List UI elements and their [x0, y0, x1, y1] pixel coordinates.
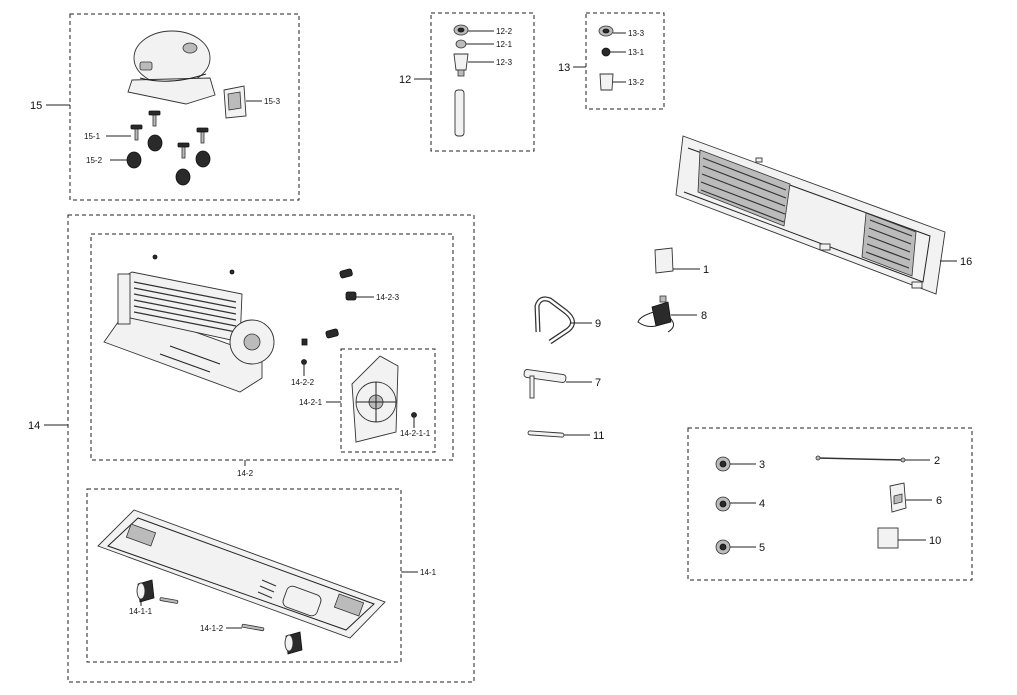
part-13-1 — [601, 47, 611, 57]
label-16: 16 — [960, 256, 972, 268]
part-1-cover — [654, 247, 674, 274]
group-15-compressor: 15 15-3 15-1 15-2 — [30, 13, 300, 201]
group-13: 13 13-3 13-1 13-2 — [558, 12, 665, 110]
label-3: 3 — [759, 459, 765, 471]
label-13-1: 13-1 — [628, 48, 645, 57]
group-12-box — [430, 12, 535, 152]
label-12-2: 12-2 — [496, 27, 513, 36]
group-13-box — [585, 12, 665, 110]
part-8-harness — [637, 295, 674, 333]
group-15-box — [69, 13, 300, 201]
label-1: 1 — [703, 264, 709, 276]
bolts-15-1 — [130, 110, 209, 159]
part-12-1 — [455, 39, 467, 49]
part-14-2-3 — [325, 268, 357, 339]
part-5-nut — [715, 539, 731, 555]
rear-cover-16 — [675, 135, 946, 295]
compressor-part — [127, 30, 216, 105]
screw-b — [229, 269, 235, 275]
fan-shroud-14-2-1 — [351, 355, 399, 443]
evaporator-assembly — [103, 271, 275, 393]
label-13: 13 — [558, 62, 570, 74]
label-14-1-1: 14-1-1 — [129, 607, 153, 616]
part-11-tube — [527, 430, 565, 438]
part-13-2 — [599, 73, 614, 91]
group-small-parts: 3 4 5 2 6 10 — [687, 427, 973, 581]
label-8: 8 — [701, 310, 707, 322]
label-14-2-3: 14-2-3 — [376, 293, 400, 302]
label-10: 10 — [929, 535, 941, 547]
label-14-2-2: 14-2-2 — [291, 378, 315, 387]
label-15-3: 15-3 — [264, 97, 281, 106]
grommets-15-2 — [126, 134, 211, 186]
group-14-box — [67, 214, 475, 683]
part-7-tube — [523, 369, 567, 399]
part-12-3 — [453, 53, 469, 71]
part-10-pad — [877, 527, 899, 549]
part-4-nut — [715, 496, 731, 512]
label-9: 9 — [595, 318, 601, 330]
bracket-15-3 — [223, 85, 247, 119]
group-14-1-box — [86, 488, 402, 663]
label-15-1: 15-1 — [84, 132, 101, 141]
tube-12 — [454, 89, 465, 137]
label-12: 12 — [399, 74, 411, 86]
part-14-2-1-1 — [411, 412, 417, 418]
label-11: 11 — [593, 430, 604, 442]
label-14: 14 — [28, 420, 40, 432]
part-6-cover — [889, 482, 907, 513]
label-5: 5 — [759, 542, 765, 554]
label-14-2: 14-2 — [237, 469, 254, 478]
base-plate-14-1 — [97, 509, 386, 639]
label-15: 15 — [30, 100, 42, 112]
label-6: 6 — [936, 495, 942, 507]
label-4: 4 — [759, 498, 765, 510]
label-13-2: 13-2 — [628, 78, 645, 87]
label-12-3: 12-3 — [496, 58, 513, 67]
part-9-pipe — [534, 296, 575, 345]
label-14-1-2: 14-1-2 — [200, 624, 224, 633]
part-14-2-2 — [301, 338, 308, 346]
label-15-2: 15-2 — [86, 156, 103, 165]
label-7: 7 — [595, 377, 601, 389]
part-14-1-2 — [241, 623, 265, 632]
part-2-wire — [815, 455, 906, 463]
label-14-1: 14-1 — [420, 568, 437, 577]
group-14: 14 14-2 14-2-3 14-2-2 14-2-1 — [28, 214, 475, 683]
label-2: 2 — [934, 455, 940, 467]
part-3-nut — [715, 456, 731, 472]
label-12-1: 12-1 — [496, 40, 513, 49]
label-13-3: 13-3 — [628, 29, 645, 38]
label-14-2-1: 14-2-1 — [299, 398, 323, 407]
label-14-2-1-1: 14-2-1-1 — [400, 429, 431, 438]
group-12: 12 12-2 12-1 12-3 — [399, 12, 535, 152]
screw-a — [152, 254, 158, 260]
group-small-parts-box — [687, 427, 973, 581]
